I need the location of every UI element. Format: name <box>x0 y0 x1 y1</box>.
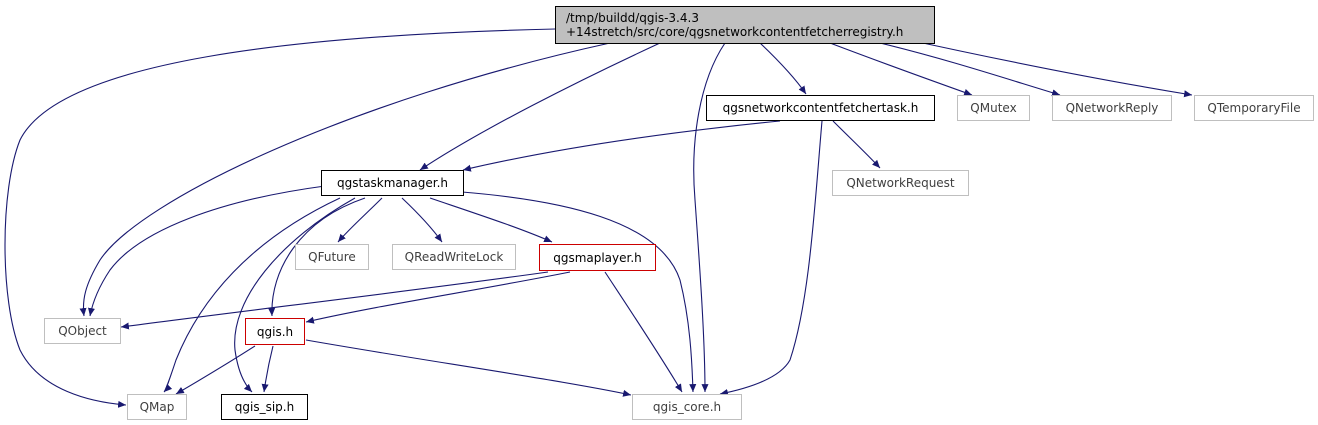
edge-taskmanager-to-qgis-sip <box>234 197 356 393</box>
edge-root-to-qmutex <box>829 42 973 96</box>
edge-taskmanager-to-qgis <box>268 197 366 317</box>
node-qtemporaryfile[interactable]: QTemporaryFile <box>1194 95 1314 121</box>
node-root-header[interactable]: /tmp/buildd/qgis-3.4.3 +14stretch/src/co… <box>555 6 935 44</box>
edge-root-to-qtemporaryfile <box>899 37 1193 98</box>
root-path-line-2: +14stretch/src/core/qgsnetworkcontentfet… <box>566 25 904 39</box>
node-qfuture[interactable]: QFuture <box>295 244 369 270</box>
edge-maplayer-to-qobject <box>120 271 549 330</box>
edge-taskmanager-to-qmap <box>163 197 341 393</box>
edge-qgis-to-qgis-sip <box>261 345 274 393</box>
node-qgis-core[interactable]: qgis_core.h <box>632 394 742 420</box>
edge-root-to-taskmanager <box>419 42 661 171</box>
edge-taskmanager-to-qfuture <box>337 197 383 243</box>
edge-taskmanager-to-maplayer <box>429 197 553 243</box>
edge-taskmanager-to-qreadwritelock <box>401 197 443 243</box>
edge-root-to-fetchertask <box>759 42 807 95</box>
root-path-line-1: /tmp/buildd/qgis-3.4.3 <box>566 11 699 25</box>
edge-taskmanager-to-qgis-core <box>461 191 697 393</box>
node-qgstaskmanager[interactable]: qgstaskmanager.h <box>321 170 464 196</box>
edge-qgis-to-qmap <box>175 345 256 395</box>
node-qmap[interactable]: QMap <box>127 394 187 420</box>
edge-qgis-to-qgis-core <box>305 339 632 397</box>
node-qobject[interactable]: QObject <box>44 318 121 344</box>
edge-fetchertask-to-taskmanager <box>462 120 781 172</box>
edge-fetchertask-to-qgis-core <box>719 120 823 396</box>
edge-maplayer-to-qgis-core <box>604 271 683 393</box>
node-qgis-sip[interactable]: qgis_sip.h <box>221 394 308 420</box>
node-qnetworkrequest[interactable]: QNetworkRequest <box>832 170 969 196</box>
node-qnetworkreply[interactable]: QNetworkReply <box>1052 95 1172 121</box>
edge-fetchertask-to-qnetworkrequest <box>832 120 881 169</box>
edge-root-to-qgis-core <box>693 42 726 393</box>
node-qreadwritelock[interactable]: QReadWriteLock <box>392 244 516 270</box>
node-qgsnetworkcontentfetchertask[interactable]: qgsnetworkcontentfetchertask.h <box>706 95 935 121</box>
node-qgis[interactable]: qgis.h <box>245 318 305 345</box>
edge-root-to-qmap <box>4 28 556 408</box>
node-qgsmaplayer[interactable]: qgsmaplayer.h <box>539 244 656 271</box>
edge-maplayer-to-qgis <box>305 271 571 324</box>
edge-root-to-qnetworkreply <box>879 42 1061 97</box>
edge-root-to-qobject <box>79 42 611 317</box>
node-qmutex[interactable]: QMutex <box>957 95 1030 121</box>
edge-taskmanager-to-qobject <box>88 185 326 317</box>
